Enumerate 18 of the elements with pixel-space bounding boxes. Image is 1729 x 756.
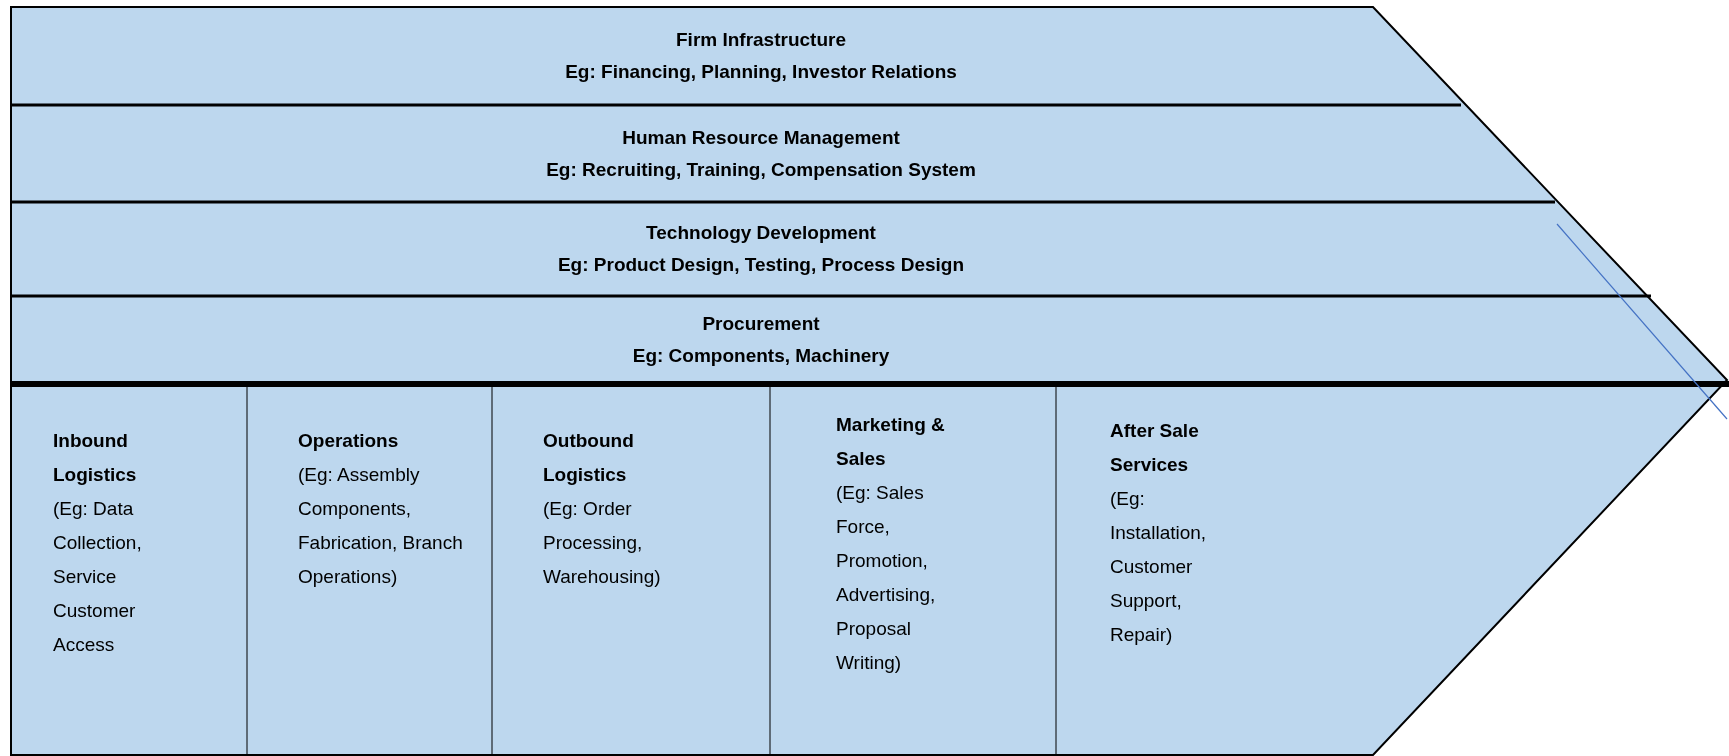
activity-heading: Inbound Logistics bbox=[53, 429, 138, 487]
activity-examples: (Eg: Installation, Customer Support, Repair) bbox=[1110, 487, 1208, 647]
band-examples: Eg: Recruiting, Training, Compensation System bbox=[546, 157, 976, 182]
activity-heading: Outbound Logistics bbox=[543, 429, 635, 487]
activity-examples: (Eg: Assembly Components, Fabrication, Branch Operations) bbox=[298, 463, 463, 589]
band-heading: Firm Infrastructure bbox=[676, 28, 846, 52]
band-heading: Human Resource Management bbox=[622, 125, 900, 150]
activity-heading: Marketing & Sales bbox=[836, 413, 946, 471]
band-examples: Eg: Product Design, Testing, Process Design bbox=[557, 253, 965, 277]
activity-examples: (Eg: Sales Force, Promotion, Advertising, Proposal Writing) bbox=[836, 481, 937, 675]
activity-heading: After Sale Services bbox=[1110, 419, 1200, 477]
activity-examples: (Eg: Order Processing, Warehousing) bbox=[543, 497, 662, 589]
band-examples: Eg: Components, Machinery bbox=[632, 344, 890, 368]
activity-heading: Operations bbox=[298, 429, 400, 453]
band-heading: Procurement bbox=[702, 312, 820, 336]
band-examples: Eg: Financing, Planning, Investor Relations bbox=[565, 60, 957, 84]
activity-examples: (Eg: Data Collection, Service Customer Access bbox=[53, 497, 143, 657]
band-heading: Technology Development bbox=[646, 221, 876, 245]
